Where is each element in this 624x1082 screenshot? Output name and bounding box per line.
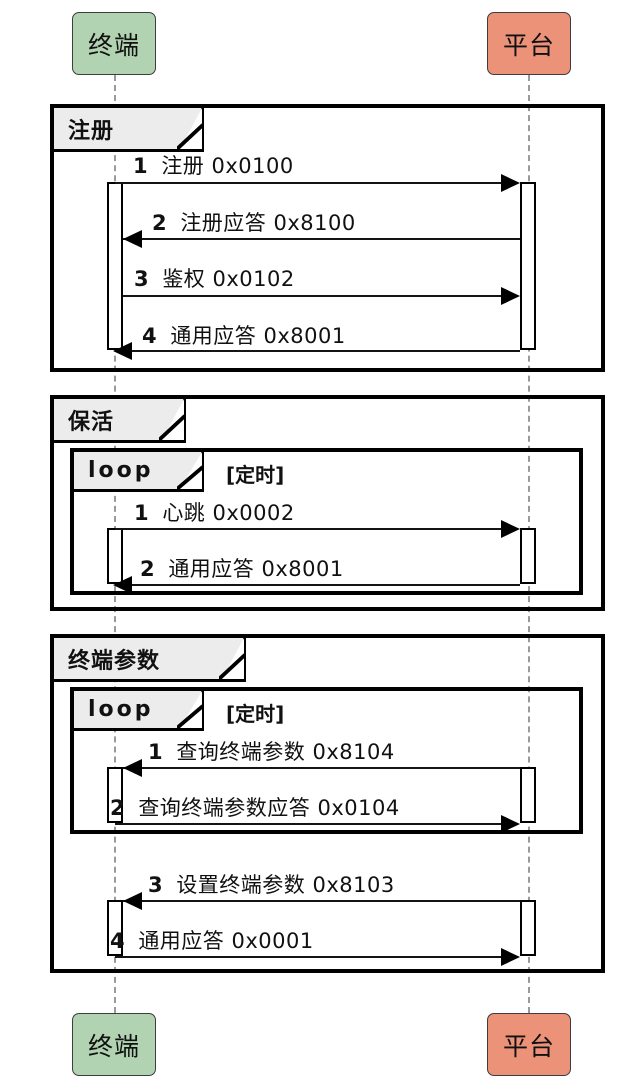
activation-terminal-register bbox=[107, 182, 123, 350]
message-arrow-register-4 bbox=[115, 350, 520, 352]
fragment-keepalive-loop-tab-notch bbox=[180, 452, 202, 489]
message-text-register-1: 注册 0x0100 bbox=[161, 154, 294, 178]
message-arrowhead-keepalive-1 bbox=[501, 520, 520, 538]
message-label-keepalive-2: 2 通用应答 0x8001 bbox=[140, 553, 344, 583]
participant-terminal-header[interactable]: 终端 bbox=[72, 12, 156, 75]
fragment-register-tab-notch bbox=[180, 108, 202, 149]
message-seq-params-2: 2 bbox=[110, 796, 126, 820]
message-arrowhead-keepalive-2 bbox=[113, 576, 132, 594]
message-arrow-keepalive-2 bbox=[115, 584, 520, 586]
fragment-keepalive-loop-label: loop bbox=[88, 458, 154, 483]
participant-terminal-footer[interactable]: 终端 bbox=[72, 1013, 156, 1076]
message-seq-params-4: 4 bbox=[110, 929, 126, 953]
message-arrowhead-register-4 bbox=[113, 342, 132, 360]
message-seq-params-3: 3 bbox=[148, 873, 164, 897]
participant-platform-header-label: 平台 bbox=[502, 30, 555, 60]
message-label-register-4: 4 通用应答 0x8001 bbox=[142, 320, 346, 350]
activation-terminal-params-loop bbox=[107, 767, 123, 823]
fragment-register bbox=[50, 104, 605, 372]
message-arrowhead-register-2 bbox=[123, 230, 142, 248]
message-seq-keepalive-2: 2 bbox=[140, 557, 156, 581]
message-seq-params-1: 1 bbox=[148, 740, 164, 764]
fragment-params-loop-tab: loop bbox=[74, 691, 204, 731]
participant-platform-footer[interactable]: 平台 bbox=[487, 1013, 571, 1076]
message-seq-register-3: 3 bbox=[134, 267, 150, 291]
activation-platform-keepalive bbox=[520, 528, 536, 584]
message-seq-keepalive-1: 1 bbox=[134, 501, 150, 525]
fragment-keepalive-tab-notch bbox=[162, 399, 184, 440]
message-label-keepalive-1: 1 心跳 0x0002 bbox=[134, 497, 295, 527]
fragment-register-tab: 注册 bbox=[54, 108, 204, 152]
fragment-register-label: 注册 bbox=[68, 118, 115, 144]
message-arrow-params-4 bbox=[115, 956, 518, 958]
message-label-params-3: 3 设置终端参数 0x8103 bbox=[148, 869, 395, 899]
message-arrowhead-params-4 bbox=[501, 948, 520, 966]
message-text-params-4: 通用应答 0x0001 bbox=[138, 929, 314, 953]
message-label-register-3: 3 鉴权 0x0102 bbox=[134, 263, 295, 293]
message-seq-register-2: 2 bbox=[152, 211, 168, 235]
message-text-keepalive-2: 通用应答 0x8001 bbox=[168, 557, 344, 581]
activation-platform-params-set bbox=[520, 900, 536, 956]
message-seq-register-1: 1 bbox=[133, 154, 149, 178]
fragment-keepalive-loop-guard: [定时] bbox=[226, 463, 285, 487]
participant-platform-header[interactable]: 平台 bbox=[487, 12, 571, 75]
message-arrowhead-params-1 bbox=[123, 759, 142, 777]
activation-platform-register bbox=[520, 182, 536, 350]
message-text-params-2: 查询终端参数应答 0x0104 bbox=[138, 796, 400, 820]
activation-terminal-params-set bbox=[107, 900, 123, 956]
message-label-params-1: 1 查询终端参数 0x8104 bbox=[148, 736, 395, 766]
activation-platform-params-loop bbox=[520, 767, 536, 823]
message-arrow-register-2 bbox=[123, 238, 520, 240]
fragment-keepalive-loop-tab: loop bbox=[74, 452, 204, 492]
fragment-params-loop bbox=[70, 687, 583, 834]
message-arrow-params-1 bbox=[123, 767, 520, 769]
message-label-params-2: 2 查询终端参数应答 0x0104 bbox=[110, 792, 400, 822]
participant-terminal-header-label: 终端 bbox=[87, 30, 140, 60]
message-arrow-register-3 bbox=[123, 295, 518, 297]
fragment-terminal-params bbox=[50, 634, 605, 973]
fragment-keepalive bbox=[50, 395, 605, 611]
fragment-keepalive-label: 保活 bbox=[68, 409, 115, 435]
message-text-params-3: 设置终端参数 0x8103 bbox=[176, 873, 395, 897]
message-arrowhead-params-2 bbox=[501, 815, 520, 833]
fragment-keepalive-loop bbox=[70, 448, 583, 595]
message-text-register-4: 通用应答 0x8001 bbox=[170, 324, 346, 348]
fragment-terminal-params-tab: 终端参数 bbox=[54, 638, 246, 682]
message-arrow-register-1 bbox=[115, 182, 518, 184]
message-arrow-keepalive-1 bbox=[115, 528, 518, 530]
fragment-terminal-params-tab-notch bbox=[222, 638, 244, 679]
fragment-params-loop-guard: [定时] bbox=[226, 702, 285, 726]
message-arrow-params-2 bbox=[115, 823, 518, 825]
fragment-params-loop-label: loop bbox=[88, 697, 154, 722]
message-seq-register-4: 4 bbox=[142, 324, 158, 348]
message-label-params-4: 4 通用应答 0x0001 bbox=[110, 925, 314, 955]
message-text-params-1: 查询终端参数 0x8104 bbox=[176, 740, 395, 764]
message-arrowhead-register-1 bbox=[501, 174, 520, 192]
fragment-keepalive-tab: 保活 bbox=[54, 399, 186, 443]
message-text-register-2: 注册应答 0x8100 bbox=[180, 211, 356, 235]
message-label-register-2: 2 注册应答 0x8100 bbox=[152, 207, 356, 237]
message-arrow-params-3 bbox=[123, 900, 520, 902]
message-text-register-3: 鉴权 0x0102 bbox=[162, 267, 295, 291]
fragment-terminal-params-label: 终端参数 bbox=[68, 648, 161, 674]
participant-terminal-footer-label: 终端 bbox=[87, 1031, 140, 1061]
message-label-register-1: 1 注册 0x0100 bbox=[133, 150, 294, 180]
participant-platform-footer-label: 平台 bbox=[502, 1031, 555, 1061]
fragment-params-loop-tab-notch bbox=[180, 691, 202, 728]
message-arrowhead-params-3 bbox=[123, 892, 142, 910]
message-arrowhead-register-3 bbox=[501, 287, 520, 305]
message-text-keepalive-1: 心跳 0x0002 bbox=[162, 501, 295, 525]
